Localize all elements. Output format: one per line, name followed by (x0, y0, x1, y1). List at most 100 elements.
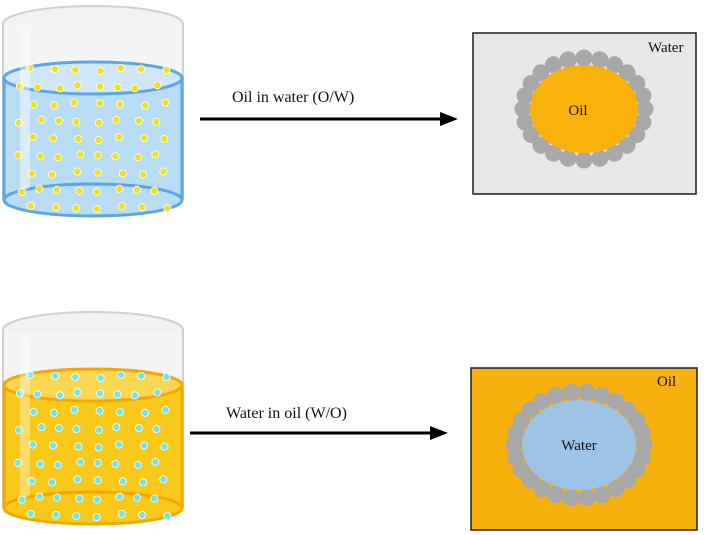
droplet (55, 84, 64, 93)
surfactant-ring (514, 49, 654, 169)
droplet (114, 132, 123, 141)
droplet (94, 443, 103, 452)
droplet (33, 390, 42, 399)
droplet (93, 168, 102, 177)
droplet (17, 187, 26, 196)
droplet (138, 202, 147, 211)
droplet (17, 495, 26, 504)
droplet (140, 441, 149, 450)
droplet (35, 492, 44, 501)
droplet (28, 440, 37, 449)
droplet (141, 101, 150, 110)
droplet (72, 425, 81, 434)
droplet (29, 407, 38, 416)
droplet (159, 167, 168, 176)
dispersed-phase-label: Oil (568, 103, 587, 119)
droplet (48, 478, 57, 487)
droplet (130, 391, 139, 400)
droplet (33, 83, 42, 92)
surfactant-head (559, 51, 577, 69)
droplet (49, 441, 58, 450)
surfactant-head (507, 449, 525, 467)
droplet (137, 371, 146, 380)
droplet (14, 118, 23, 127)
droplet (55, 391, 64, 400)
droplet (112, 423, 121, 432)
row-water-in-oil: Water in oil (W/O) Oil Water (2, 311, 698, 531)
droplet (72, 203, 81, 212)
surfactant-head (606, 56, 623, 74)
surfactant-head (575, 49, 593, 67)
droplet (95, 99, 104, 108)
droplet (132, 493, 141, 502)
droplet (25, 64, 34, 73)
droplet (53, 460, 62, 469)
droplet (15, 82, 24, 91)
droplet (37, 423, 46, 432)
droplet (163, 203, 172, 212)
droplet (160, 134, 169, 143)
surfactant-head (575, 151, 593, 169)
droplet (71, 66, 80, 75)
droplet (76, 457, 85, 466)
droplet (94, 118, 103, 127)
droplet (73, 81, 82, 90)
droplet (75, 494, 84, 503)
droplet (35, 184, 44, 193)
surfactant-head (532, 64, 550, 82)
droplet (13, 151, 22, 160)
droplet (150, 494, 159, 503)
droplet (111, 152, 120, 161)
droplet (27, 477, 36, 486)
dispersed-core-oil (530, 65, 638, 153)
surfactant-head (607, 480, 625, 498)
droplet (29, 100, 38, 109)
droplet (138, 510, 147, 519)
arrow-label-oil-in-water: Oil in water (O/W) (232, 89, 354, 106)
droplet (162, 372, 171, 381)
droplet (159, 475, 168, 484)
surfactant-head (514, 100, 532, 118)
arrow-water-in-oil (190, 426, 448, 440)
droplet (151, 457, 160, 466)
droplet (161, 405, 170, 414)
droplet (93, 151, 102, 160)
droplet (153, 388, 162, 397)
droplet (92, 495, 101, 504)
surfactant-head (619, 471, 637, 489)
beaker-oil-in-water (2, 5, 184, 218)
droplet (114, 440, 123, 449)
surfactant-head (593, 386, 611, 404)
droplet (74, 442, 83, 451)
surfactant-head (591, 51, 609, 69)
surfactant-head (533, 392, 551, 410)
droplet (14, 426, 23, 435)
micelle-panel-oil-in-water: Water Oil (472, 32, 697, 195)
droplet (150, 186, 159, 195)
micelle-panel-water-in-oil: Oil Water (470, 367, 698, 531)
dispersed-phase-label: Water (561, 438, 596, 454)
droplet (111, 459, 120, 468)
droplet (52, 185, 61, 194)
droplet (36, 459, 45, 468)
droplet (27, 169, 36, 178)
droplet (94, 135, 103, 144)
surfactant-head (521, 401, 539, 419)
surfactant-head (516, 113, 534, 131)
beaker-water-in-oil (2, 311, 184, 526)
droplet (76, 150, 85, 159)
droplet (70, 98, 79, 107)
droplet (48, 170, 57, 179)
droplet (73, 388, 82, 397)
droplet (118, 169, 127, 178)
droplet (51, 65, 60, 74)
droplet (49, 133, 58, 142)
droplet (133, 153, 142, 162)
droplet (26, 509, 35, 518)
droplet (75, 186, 84, 195)
droplet (115, 100, 124, 109)
droplet (51, 371, 60, 380)
droplet (115, 492, 124, 501)
surfactant-head (562, 383, 580, 401)
